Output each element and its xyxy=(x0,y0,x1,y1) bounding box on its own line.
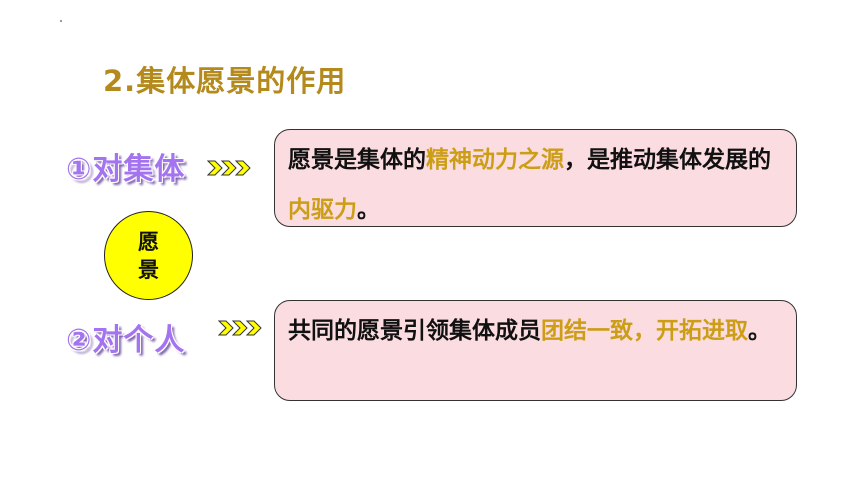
item-label-collective: ①对集体 xyxy=(66,152,186,187)
content-box-collective: 愿景是集体的精神动力之源，是推动集体发展的内驱力。 xyxy=(274,129,797,227)
decorative-dot xyxy=(60,20,62,22)
item-label-individual: ②对个人 xyxy=(66,323,186,358)
box1-text-1: 愿景是集体的 xyxy=(288,147,426,173)
triple-chevron-right-icon xyxy=(217,320,264,340)
circle-line-1: 愿 xyxy=(138,229,159,254)
box1-highlight-1: 精神动力之源 xyxy=(426,147,564,173)
triple-chevron-right-icon xyxy=(206,160,253,180)
circle-line-2: 景 xyxy=(138,257,159,282)
box1-text-3: 。 xyxy=(357,197,380,223)
box1-text-2: ，是推动集体发展的 xyxy=(564,147,771,173)
content-box-individual: 共同的愿景引领集体成员团结一致，开拓进取。 xyxy=(274,300,797,401)
box2-text-1: 共同的愿景引领集体成员 xyxy=(288,318,541,344)
box2-highlight-1: 团结一致，开拓进取 xyxy=(541,318,748,344)
vision-circle: 愿 景 xyxy=(104,211,193,300)
box2-text-2: 。 xyxy=(748,318,771,344)
box1-highlight-2: 内驱力 xyxy=(288,197,357,223)
page-title: 2.集体愿景的作用 xyxy=(103,64,347,98)
